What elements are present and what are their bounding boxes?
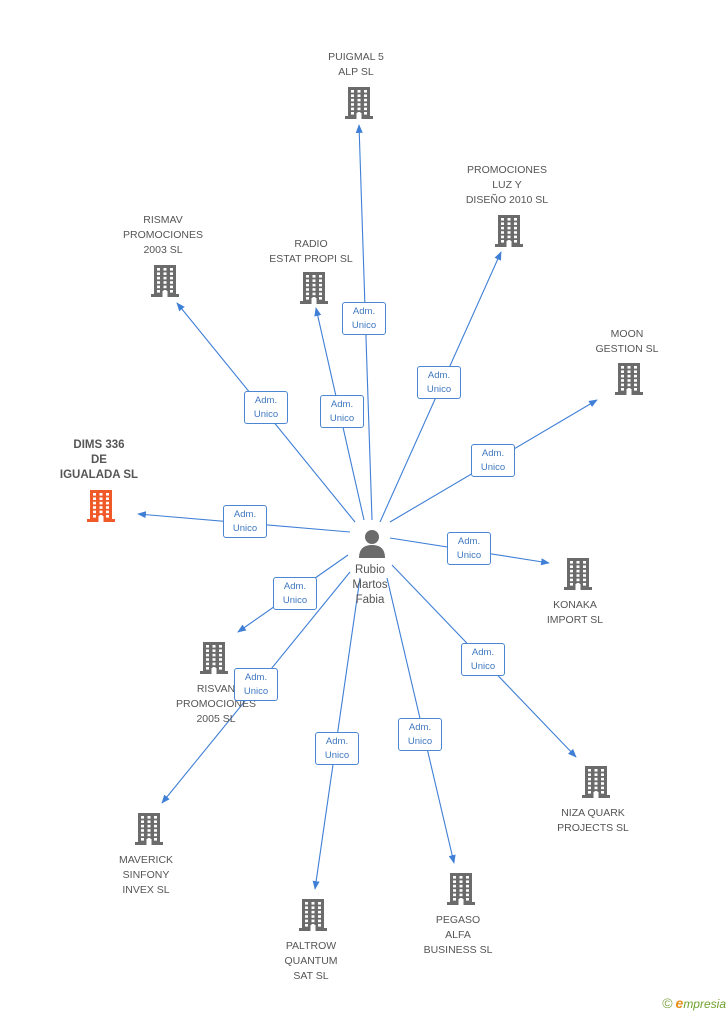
role-line-2: Unico [470,661,496,672]
company-label-rismav[interactable]: RISMAV PROMOCIONES 2003 SL [123,214,203,256]
role-line-1: Adm. [244,672,268,683]
role-badge-maverick: Adm. Unico [234,668,278,701]
role-line-2: Unico [253,409,279,420]
role-line-2: Unico [407,736,433,747]
company-label-risvan[interactable]: RISVAN PROMOCIONES 2005 SL [176,683,256,725]
copyright-symbol: © [662,995,673,1011]
role-line-1: Adm. [233,509,257,520]
brand-footer: ©empresia [662,995,726,1011]
company-label-puigmal[interactable]: PUIGMAL 5 ALP SL [328,51,384,78]
role-line-2: Unico [282,595,308,606]
role-badge-pegaso: Adm. Unico [398,718,442,751]
role-line-1: Adm. [352,306,376,317]
company-label-dims[interactable]: DIMS 336 DE IGUALADA SL [59,439,139,481]
role-badge-konaka: Adm. Unico [447,532,491,565]
building-icon[interactable] [344,85,374,119]
role-line-1: Adm. [427,370,451,381]
role-line-2: Unico [480,462,506,473]
role-line-2: Unico [329,413,355,424]
role-line-1: Adm. [283,581,307,592]
role-line-1: Adm. [408,722,432,733]
role-line-1: Adm. [471,647,495,658]
role-line-2: Unico [324,750,350,761]
role-line-2: Unico [243,686,269,697]
role-line-1: Adm. [254,395,278,406]
building-icon[interactable] [199,640,229,674]
role-badge-niza: Adm. Unico [461,643,505,676]
building-icon[interactable] [298,897,328,931]
building-icon[interactable] [614,361,644,395]
building-icon[interactable] [581,764,611,798]
company-label-maverick[interactable]: MAVERICK SINFONY INVEX SL [118,854,174,896]
role-line-2: Unico [351,320,377,331]
role-badge-rismav: Adm. Unico [244,391,288,424]
building-icon[interactable] [134,811,164,845]
role-badge-moon: Adm. Unico [471,444,515,477]
company-label-niza[interactable]: NIZA QUARK PROJECTS SL [557,807,629,834]
company-label-paltrow[interactable]: PALTROW QUANTUM SAT SL [284,940,338,982]
building-icon[interactable] [150,263,180,297]
role-line-2: Unico [232,523,258,534]
building-icon[interactable] [494,213,524,247]
person-icon[interactable] [357,528,387,558]
role-badge-paltrow: Adm. Unico [315,732,359,765]
role-line-2: Unico [456,550,482,561]
building-icon[interactable] [299,270,329,304]
company-label-konaka[interactable]: KONAKA IMPORT SL [546,599,604,626]
role-line-1: Adm. [481,448,505,459]
role-line-1: Adm. [330,399,354,410]
company-label-pegaso[interactable]: PEGASO ALFA BUSINESS SL [423,914,493,956]
role-line-1: Adm. [457,536,481,547]
company-label-promociones-luz[interactable]: PROMOCIONES LUZ Y DISEÑO 2010 SL [465,164,549,206]
company-label-moon[interactable]: MOON GESTION SL [595,328,659,355]
role-line-1: Adm. [325,736,349,747]
role-badge-puigmal: Adm. Unico [342,302,386,335]
brand-initial: e [675,995,684,1011]
person-name[interactable]: Rubio Martos Fabia [352,564,388,606]
role-badge-risvan: Adm. Unico [273,577,317,610]
building-icon[interactable] [563,556,593,590]
role-badge-promociones-luz: Adm. Unico [417,366,461,399]
brand-name: mpresia [683,997,726,1011]
building-icon[interactable] [86,488,116,522]
role-line-2: Unico [426,384,452,395]
building-icon[interactable] [446,871,476,905]
role-badge-dims: Adm. Unico [223,505,267,538]
company-label-radio-estat[interactable]: RADIO ESTAT PROPI SL [269,238,353,265]
role-badge-radio-estat: Adm. Unico [320,395,364,428]
